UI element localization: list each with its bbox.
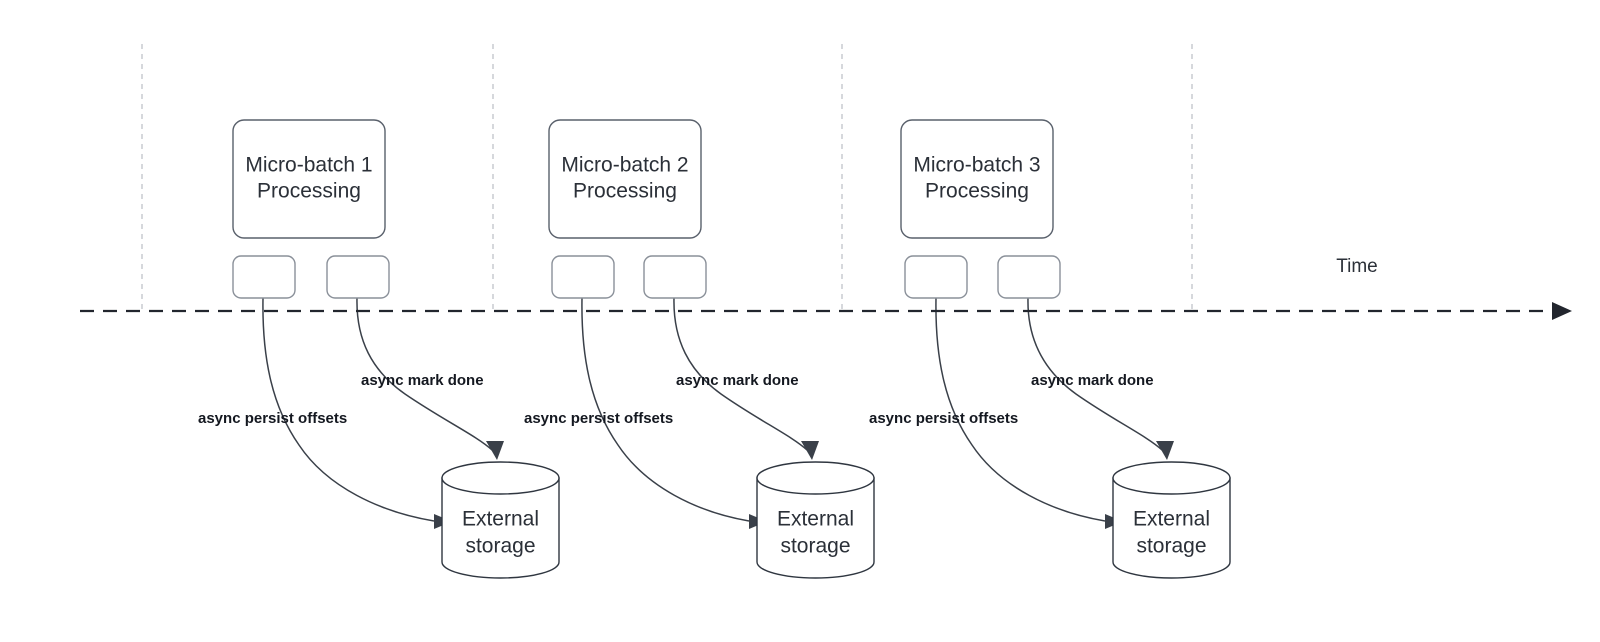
micro-batch-1-group[interactable]: Micro-batch 1 Processing	[232, 119, 390, 299]
micro-batch-2-box[interactable]	[548, 119, 702, 239]
async-mark-done-1-arrowhead	[486, 441, 504, 460]
time-axis-label: Time	[1336, 256, 1378, 277]
async-persist-offsets-2-curve	[581, 297, 750, 522]
separator-group	[141, 44, 1193, 311]
micro-batch-2-group[interactable]: Micro-batch 2 Processing	[548, 119, 707, 299]
async-persist-offsets-3-label: async persist offsets	[869, 410, 1018, 427]
external-storage-3-group[interactable]: External storage	[1112, 461, 1231, 579]
micro-batch-3-persist-offsets-task[interactable]	[904, 255, 968, 299]
micro-batch-2-mark-done-task[interactable]	[643, 255, 707, 299]
external-storage-2-body[interactable]	[756, 477, 875, 579]
micro-batch-1-persist-offsets-task[interactable]	[232, 255, 296, 299]
async-persist-offsets-1-curve	[262, 297, 435, 522]
async-persist-offsets-2-label: async persist offsets	[524, 410, 673, 427]
micro-batch-3-label-line1: Micro-batch 3	[913, 154, 1040, 177]
micro-batch-3-group[interactable]: Micro-batch 3 Processing	[900, 119, 1061, 299]
micro-batch-3-label-line2: Processing	[925, 180, 1029, 203]
external-storage-3-label-line2: storage	[1136, 535, 1206, 558]
external-storage-1-body[interactable]	[441, 477, 560, 579]
async-mark-done-2-label: async mark done	[676, 372, 799, 389]
micro-batch-1-mark-done-task[interactable]	[326, 255, 390, 299]
async-mark-done-2-arrowhead	[801, 441, 819, 460]
external-storage-2-top	[756, 461, 875, 495]
micro-batch-2-label-line2: Processing	[573, 180, 677, 203]
async-mark-done-1-curve	[356, 297, 493, 451]
external-storage-1-top	[441, 461, 560, 495]
micro-batch-2-persist-offsets-task[interactable]	[551, 255, 615, 299]
micro-batch-1-label-line1: Micro-batch 1	[245, 154, 372, 177]
async-mark-done-2-curve	[673, 297, 808, 451]
timeline-arrowhead-icon	[1552, 302, 1572, 320]
async-persist-offsets-1-label: async persist offsets	[198, 410, 347, 427]
micro-batch-3-box[interactable]	[900, 119, 1054, 239]
external-storage-1-label-line1: External	[462, 508, 539, 531]
micro-batch-3-mark-done-task[interactable]	[997, 255, 1061, 299]
external-storage-3-label-line1: External	[1133, 508, 1210, 531]
external-storage-1-group[interactable]: External storage	[441, 461, 560, 579]
external-storage-3-top	[1112, 461, 1231, 495]
async-mark-done-3-curve	[1027, 297, 1163, 451]
async-persist-offsets-3-curve	[935, 297, 1106, 522]
async-mark-done-3-label: async mark done	[1031, 372, 1154, 389]
external-storage-1-label-line2: storage	[465, 535, 535, 558]
micro-batch-2-label-line1: Micro-batch 2	[561, 154, 688, 177]
external-storage-3-body[interactable]	[1112, 477, 1231, 579]
micro-batch-1-box[interactable]	[232, 119, 386, 239]
timeline-axis: Time	[80, 256, 1572, 320]
flow-edges-batch-2	[581, 297, 819, 529]
micro-batch-1-label-line2: Processing	[257, 180, 361, 203]
async-mark-done-3-arrowhead	[1156, 441, 1174, 460]
async-mark-done-1-label: async mark done	[361, 372, 484, 389]
external-storage-2-group[interactable]: External storage	[756, 461, 875, 579]
external-storage-2-label-line1: External	[777, 508, 854, 531]
external-storage-2-label-line2: storage	[780, 535, 850, 558]
edge-label-group: async mark done async persist offsets as…	[198, 372, 1154, 427]
